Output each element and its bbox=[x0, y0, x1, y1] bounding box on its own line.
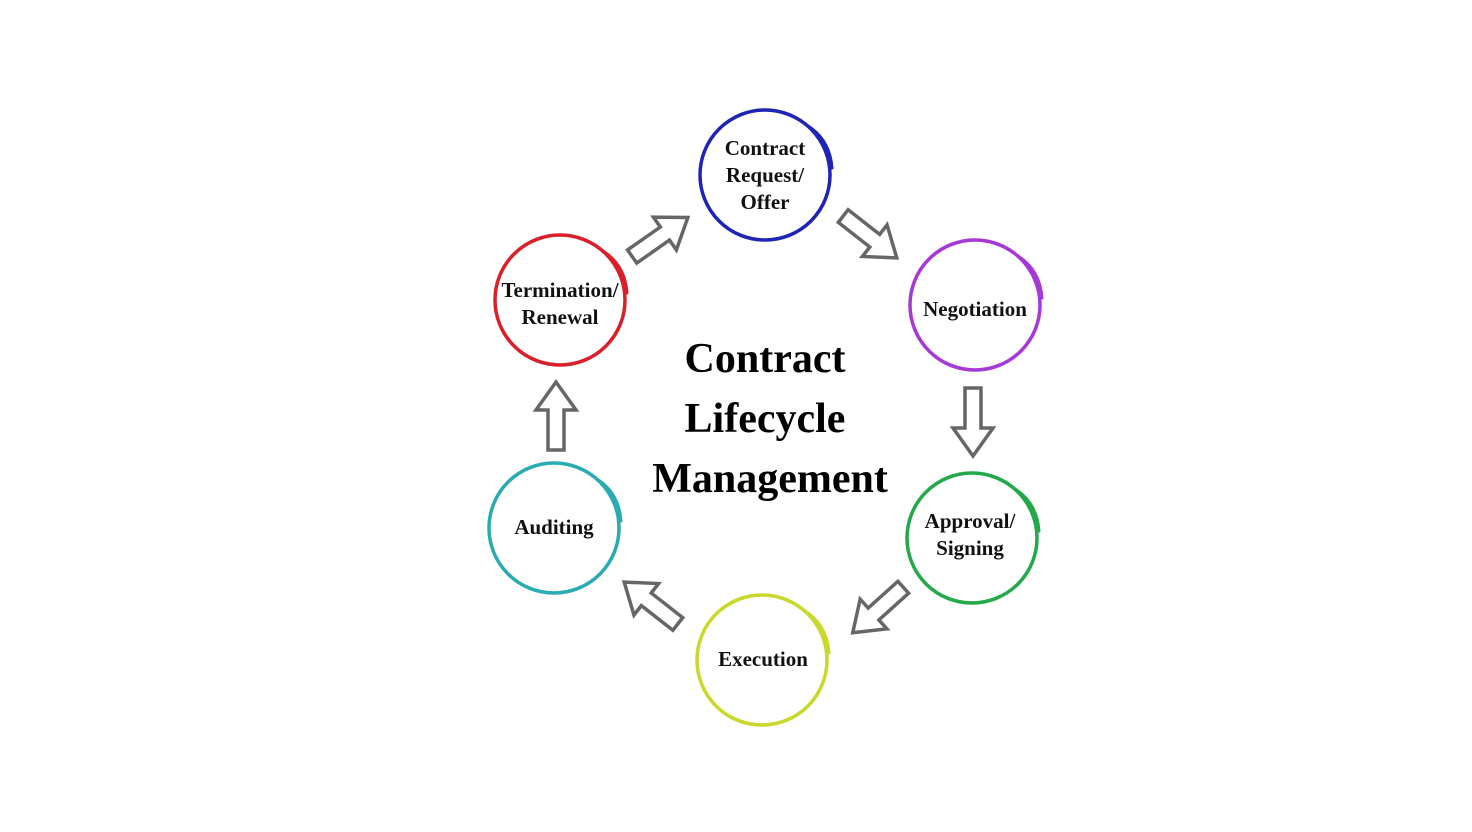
stage-label-line: Termination/ bbox=[501, 278, 619, 302]
stage-execution: Execution bbox=[695, 593, 831, 727]
arrow-up-right-icon bbox=[618, 199, 702, 275]
stage-label-line: Renewal bbox=[522, 305, 599, 329]
stage-circle bbox=[908, 238, 1042, 372]
arrow-up-icon bbox=[534, 380, 578, 452]
stage-label-line: Auditing bbox=[514, 515, 594, 539]
stage-negotiation: Negotiation bbox=[908, 238, 1044, 372]
stage-label-line: Offer bbox=[741, 190, 790, 214]
stage-label-line: Contract bbox=[725, 136, 805, 160]
stage-label-line: Execution bbox=[718, 647, 808, 671]
arrow-auditing-to-termination bbox=[534, 380, 578, 452]
arrow-termination-to-request bbox=[618, 199, 702, 275]
stage-contract-request: Contract Request/ Offer bbox=[698, 108, 834, 242]
stage-circle-flourish bbox=[601, 249, 629, 295]
stage-circle-flourish bbox=[1016, 254, 1044, 300]
stage-approval-signing: Approval/ Signing bbox=[905, 471, 1041, 605]
stage-label-line: Approval/ bbox=[925, 509, 1017, 533]
arrow-approval-to-execution bbox=[837, 570, 919, 650]
stage-label-line: Signing bbox=[936, 536, 1004, 560]
arrow-up-left-icon bbox=[610, 564, 692, 642]
stage-label-line: Negotiation bbox=[923, 297, 1027, 321]
arrow-execution-to-auditing bbox=[610, 564, 692, 642]
arrow-down-left-icon bbox=[837, 570, 919, 650]
stage-circle bbox=[487, 461, 621, 595]
stage-circle-flourish bbox=[806, 124, 834, 170]
arrow-request-to-negotiation bbox=[829, 198, 911, 276]
diagram-title: Contract Lifecycle Management bbox=[652, 336, 888, 502]
stage-circle bbox=[905, 471, 1039, 605]
stage-termination-renewal: Termination/ Renewal bbox=[493, 233, 629, 367]
title-line-1: Contract bbox=[685, 336, 846, 382]
arrow-down-icon bbox=[951, 386, 995, 458]
title-line-2: Lifecycle bbox=[685, 396, 846, 442]
stage-label-line: Request/ bbox=[726, 163, 805, 187]
arrow-negotiation-to-approval bbox=[951, 386, 995, 458]
stage-circle-flourish bbox=[595, 477, 623, 523]
stage-circle-flourish bbox=[803, 609, 831, 655]
stage-circle bbox=[493, 233, 627, 367]
title-line-3: Management bbox=[652, 456, 888, 502]
stage-circle bbox=[698, 108, 832, 242]
stage-auditing: Auditing bbox=[487, 461, 623, 595]
stage-circle-flourish bbox=[1013, 487, 1041, 533]
arrow-right-icon bbox=[829, 198, 911, 276]
stage-circle bbox=[695, 593, 829, 727]
